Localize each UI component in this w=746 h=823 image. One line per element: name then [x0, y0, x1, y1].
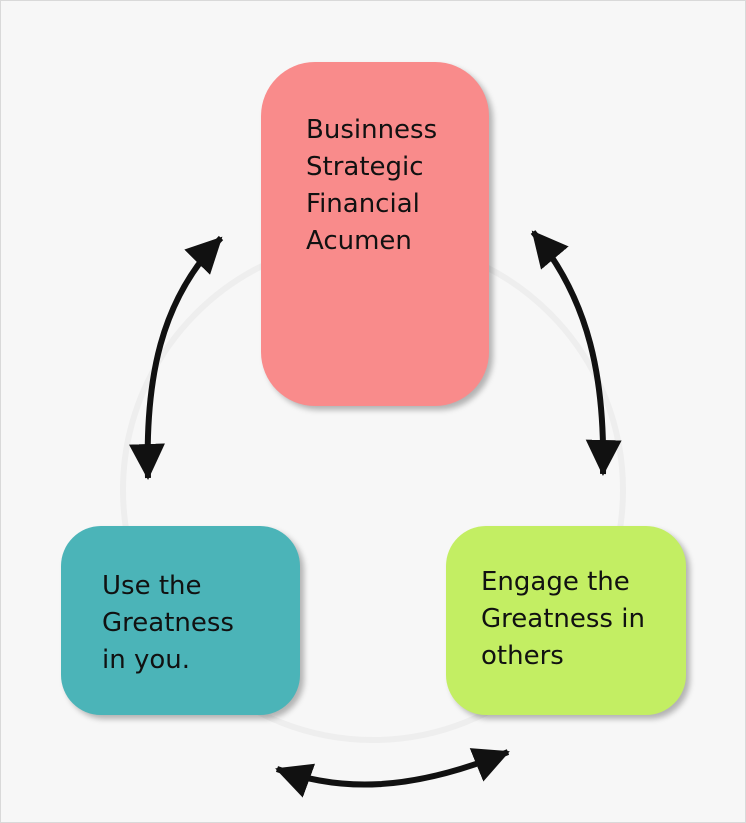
node-label: Use the Greatness in you.: [102, 571, 234, 675]
node-label: Businness Strategic Financial Acumen: [306, 115, 438, 256]
node-label: Engage the Greatness in others: [481, 567, 645, 671]
arrow-left-top: [128, 235, 224, 480]
node-use-the-greatness-in-you: Use the Greatness in you.: [61, 526, 300, 715]
node-business-strategic-financial-acumen: Businness Strategic Financial Acumen: [261, 62, 489, 406]
arrow-top-right: [530, 230, 622, 476]
arrow-left-right: [275, 748, 510, 798]
node-engage-the-greatness-in-others: Engage the Greatness in others: [446, 526, 686, 715]
